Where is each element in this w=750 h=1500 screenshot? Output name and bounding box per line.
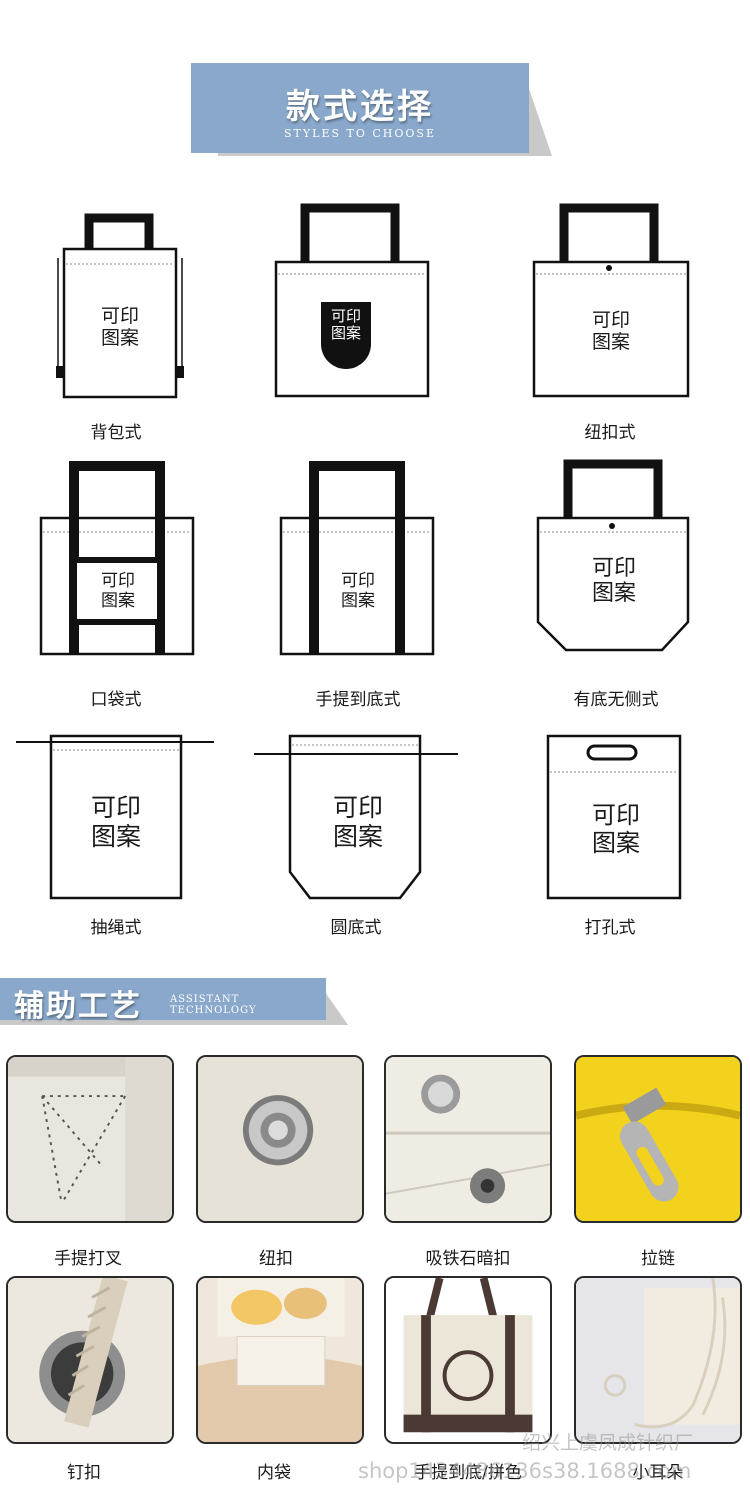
zipper-photo[interactable] bbox=[574, 1055, 742, 1223]
pocket-bag-drawing bbox=[39, 461, 195, 656]
drawstring-bag-drawing bbox=[16, 734, 214, 900]
assist-title: 辅助工艺 bbox=[14, 989, 142, 1024]
print-area-text: 可印 图案 bbox=[591, 309, 630, 353]
assist-banner: 辅助工艺 ASSISTANT TECHNOLOGY bbox=[0, 978, 326, 1024]
print-area-text: 可印 图案 bbox=[101, 571, 135, 611]
button-dot-icon bbox=[606, 265, 612, 271]
bag-style-label: 背包式 bbox=[90, 423, 142, 443]
button-bag-drawing bbox=[532, 203, 690, 398]
bag-style-handle-to-bottom[interactable]: 可印 图案 bbox=[279, 460, 436, 656]
punched-hole-bag-drawing bbox=[546, 734, 682, 900]
print-area-text: 可印 图案 bbox=[100, 305, 139, 349]
print-area-text: 可印 图案 bbox=[332, 793, 383, 851]
craft-label: 钉扣 bbox=[67, 1463, 101, 1483]
snap-button-photo[interactable] bbox=[196, 1055, 364, 1223]
handle-to-bottom-bag-drawing bbox=[279, 461, 435, 656]
bag-style-label: 纽扣式 bbox=[584, 423, 636, 443]
bag-style-punched-hole[interactable]: 可印 图案 bbox=[546, 732, 684, 902]
header-banner: 款式选择 STYLES TO CHOOSE bbox=[191, 63, 529, 153]
print-area-text: 可印 图案 bbox=[592, 801, 640, 857]
craft-label: 吸铁石暗扣 bbox=[425, 1249, 511, 1269]
print-area-text: 可印 图案 bbox=[330, 307, 361, 343]
craft-label: 内袋 bbox=[257, 1463, 291, 1483]
bag-style-label: 打孔式 bbox=[584, 918, 636, 938]
stitch-cross-photo[interactable] bbox=[6, 1055, 174, 1223]
assist-subtitle: ASSISTANT TECHNOLOGY bbox=[170, 994, 257, 1016]
drawstring-ears-photo[interactable] bbox=[574, 1276, 742, 1444]
bag-style-flap[interactable]: 可印 图案 bbox=[274, 203, 430, 398]
round-bottom-bag-drawing bbox=[254, 734, 458, 900]
header-subtitle: STYLES TO CHOOSE bbox=[284, 127, 436, 140]
bag-style-label: 手提到底式 bbox=[315, 690, 401, 710]
bag-style-label: 圆底式 bbox=[330, 918, 382, 938]
craft-label: 纽扣 bbox=[259, 1249, 293, 1269]
bag-style-backpack[interactable]: 可印 图案 bbox=[56, 213, 188, 399]
two-tone-tote-photo[interactable] bbox=[384, 1276, 552, 1444]
grommet-rope-photo[interactable] bbox=[6, 1276, 174, 1444]
flap-bag-drawing bbox=[274, 203, 430, 398]
bag-style-button[interactable]: 可印 图案 bbox=[532, 203, 690, 398]
bag-style-drawstring[interactable]: 可印 图案 bbox=[16, 732, 216, 902]
craft-label: 手提打叉 bbox=[54, 1249, 122, 1269]
watermark-shop-url: shop1434486136s38.1688.com bbox=[358, 1459, 692, 1483]
button-dot-icon bbox=[609, 523, 615, 529]
craft-label: 小耳朵 bbox=[632, 1463, 684, 1483]
bag-style-label: 口袋式 bbox=[90, 690, 142, 710]
bag-style-label: 抽绳式 bbox=[90, 918, 142, 938]
print-area-text: 可印 图案 bbox=[591, 556, 636, 607]
print-area-text: 可印 图案 bbox=[90, 793, 141, 851]
backpack-bag-drawing bbox=[56, 213, 184, 399]
craft-label: 拉链 bbox=[641, 1249, 675, 1269]
bag-style-bottom-no-sides[interactable]: 可印 图案 bbox=[536, 459, 692, 656]
bag-style-pocket[interactable]: 可印 图案 bbox=[39, 460, 196, 656]
print-area-text: 可印 图案 bbox=[341, 571, 375, 611]
inner-pocket-photo[interactable] bbox=[196, 1276, 364, 1444]
watermark-shop-name: 绍兴上虞凤成针织厂 bbox=[522, 1432, 694, 1454]
header-title: 款式选择 bbox=[286, 87, 434, 127]
handle-hole-icon bbox=[586, 744, 638, 761]
bag-style-round-bottom[interactable]: 可印 图案 bbox=[254, 732, 460, 902]
bag-style-label: 有底无侧式 bbox=[573, 690, 659, 710]
magnetic-snap-photo[interactable] bbox=[384, 1055, 552, 1223]
bottom-no-sides-bag-drawing bbox=[536, 459, 690, 652]
craft-label: 手提到底/拼色 bbox=[414, 1463, 522, 1483]
